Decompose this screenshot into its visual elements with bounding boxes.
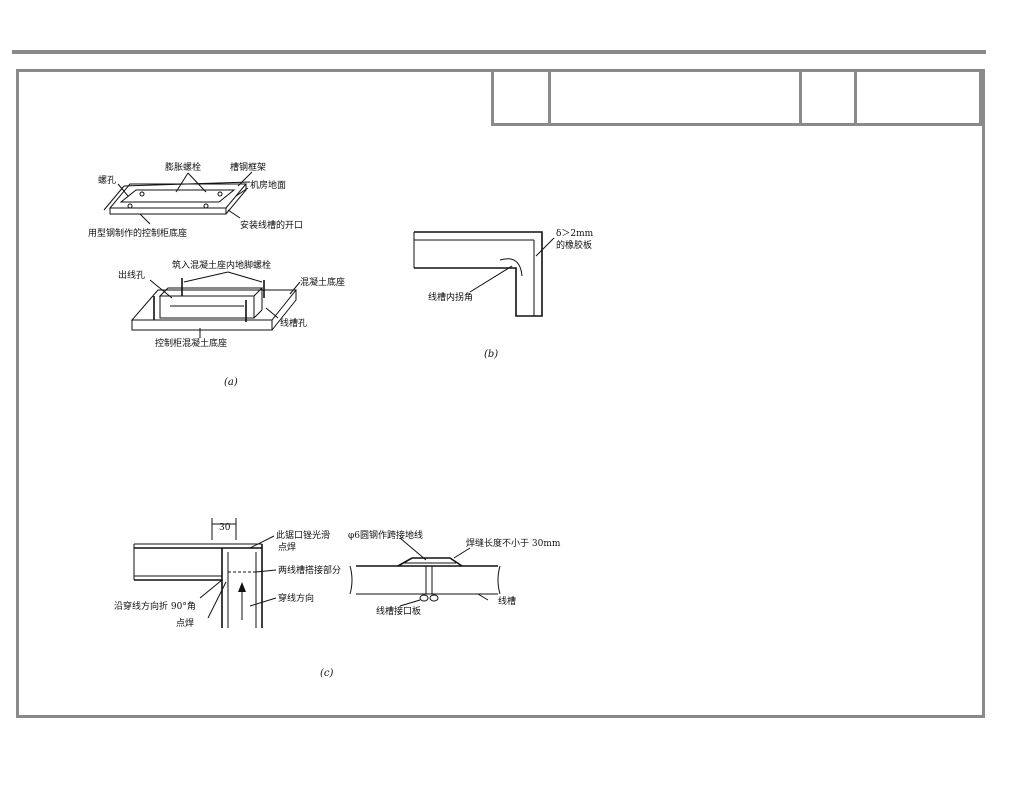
label-expansion-bolt: 膨胀螺栓: [165, 161, 201, 173]
label-anchor-bolt: 筑入混凝土座内地脚螺栓: [172, 259, 271, 271]
label-fold-90: 沿穿线方向折 90°角: [114, 600, 196, 612]
title-block: [491, 69, 982, 126]
label-spot-weld-top: 点焊: [278, 541, 296, 553]
label-trunking-hole: 线槽孔: [280, 317, 307, 329]
label-wire-direction: 穿线方向: [278, 592, 314, 604]
label-trunking: 线槽: [498, 595, 516, 607]
label-joint-plate: 线槽接口板: [376, 605, 421, 617]
label-outlet-hole: 出线孔: [118, 269, 145, 281]
label-concrete-base: 混凝土底座: [300, 276, 345, 288]
title-block-cell: [491, 69, 548, 126]
label-steel-base: 用型钢制作的控制柜底座: [88, 227, 187, 239]
label-channel-frame: 槽钢框架: [230, 161, 266, 173]
label-floor: 机房地面: [250, 179, 286, 191]
panel-b-inner-corner-figure: [413, 231, 555, 317]
drawing-frame: [16, 69, 985, 718]
label-weld-length: 焊缝长度不小于 30mm: [466, 537, 561, 549]
panel-a-concrete-base-figure: [130, 271, 301, 338]
panel-c-joint-plate-figure: [349, 537, 501, 607]
panel-c-overlap-figure: [133, 518, 277, 628]
title-block-cell: [799, 69, 854, 126]
label-jumper: φ6圆钢作跨接地线: [348, 529, 423, 541]
label-saw-smooth: 此锯口锉光滑: [276, 529, 330, 541]
label-rubber-pad: 的橡胶板: [556, 239, 592, 251]
label-overlap: 两线槽搭接部分: [278, 564, 341, 576]
title-block-cell: [548, 69, 799, 126]
caption-c: (c): [320, 668, 334, 679]
label-thickness: δ＞2mm: [556, 229, 594, 239]
dimension-30: 30: [219, 523, 231, 533]
label-inner-corner: 线槽内拐角: [428, 291, 473, 303]
caption-b: (b): [484, 349, 498, 360]
label-cabinet-concrete-base: 控制柜混凝土底座: [155, 337, 227, 349]
label-screw-hole: 螺孔: [98, 175, 116, 186]
label-slot-opening: 安装线槽的开口: [240, 219, 303, 231]
caption-a: (a): [224, 377, 238, 388]
top-rule: [12, 50, 986, 54]
panel-a-steel-base-figure: [103, 171, 253, 225]
label-spot-weld-bottom: 点焊: [176, 617, 194, 629]
title-block-cell: [854, 69, 982, 126]
